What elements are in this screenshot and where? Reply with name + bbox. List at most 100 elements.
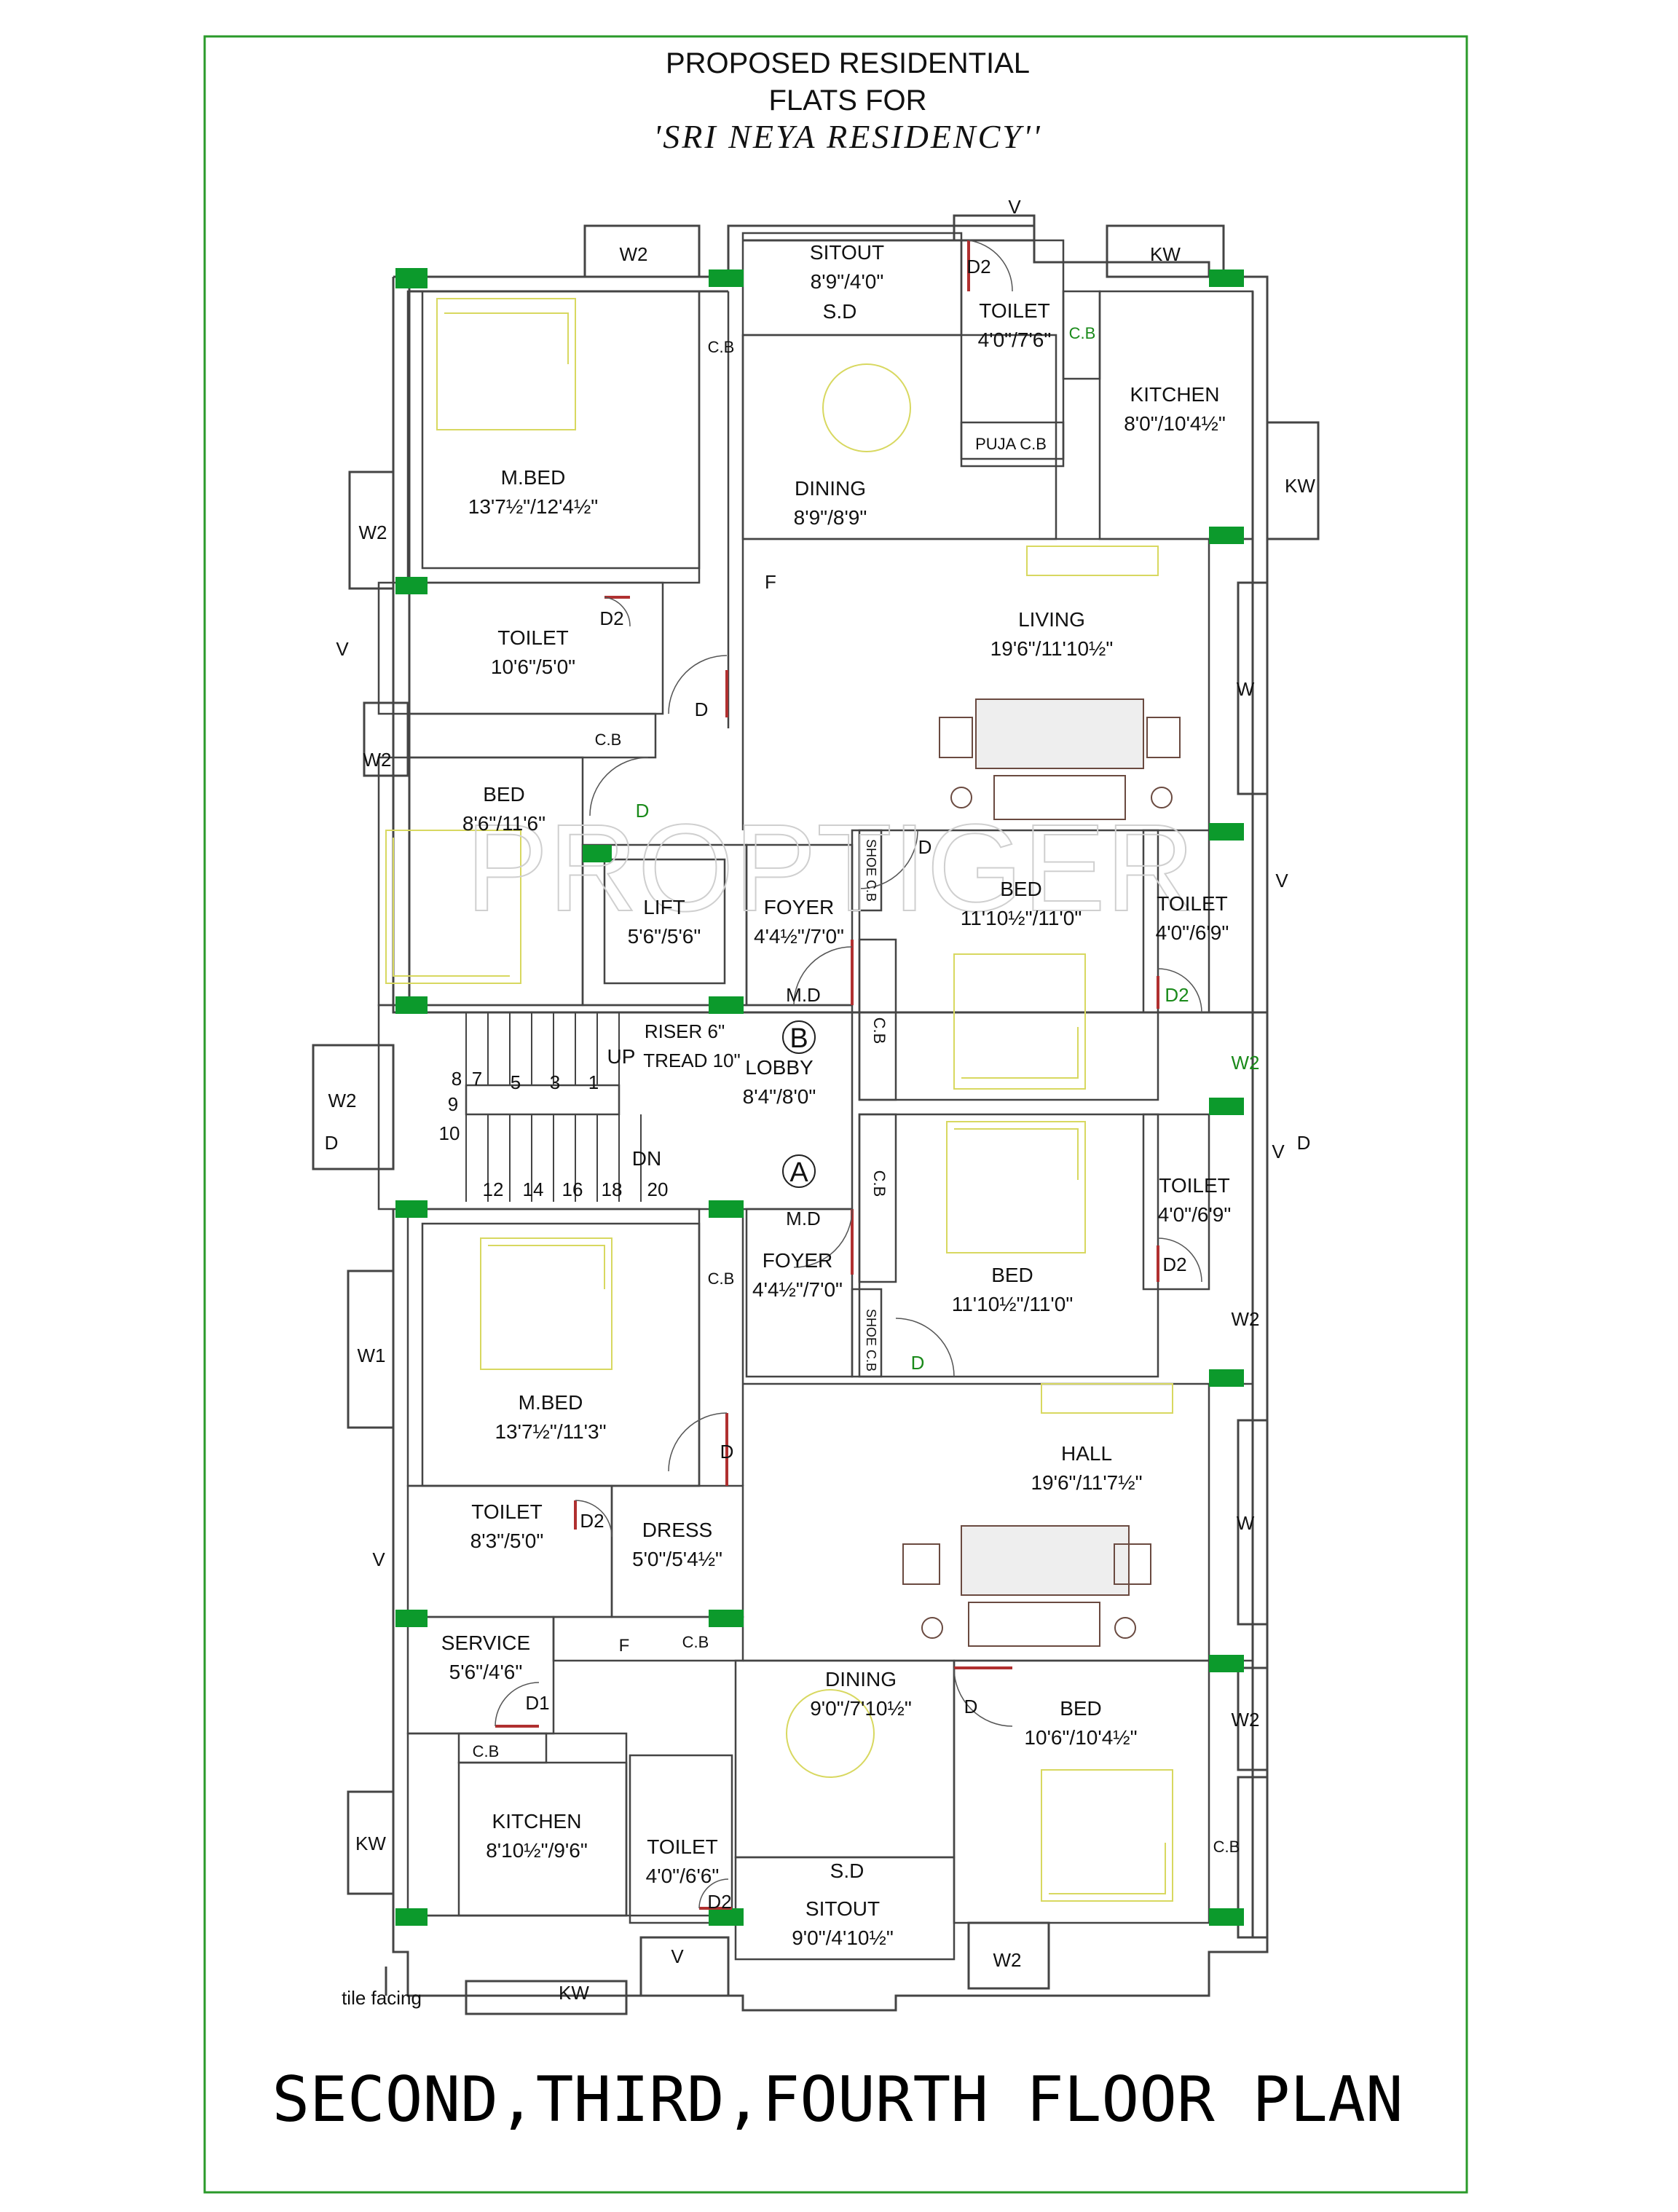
- w-label: W: [1237, 678, 1255, 700]
- shoe-label: SHOE C.B: [864, 1309, 878, 1371]
- living-dim: 19'6"/11'10½": [990, 637, 1114, 660]
- toilet-a2-dim: 8'3"/5'0": [470, 1530, 544, 1552]
- tile-label: tile facing: [342, 1987, 422, 2009]
- step-8: 8: [452, 1068, 462, 1090]
- lift-dim: 5'6"/5'6": [628, 925, 701, 948]
- sd-label: S.D: [823, 300, 857, 323]
- puja-label: PUJA C.B: [975, 435, 1047, 453]
- hall-name: HALL: [1061, 1442, 1112, 1465]
- kitchen-b-name: KITCHEN: [1130, 383, 1220, 406]
- step-10: 10: [439, 1122, 460, 1144]
- dining-a-dim: 9'0"/7'10½": [810, 1697, 912, 1720]
- hall-dim: 19'6"/11'7½": [1031, 1471, 1142, 1494]
- f-label: F: [765, 571, 776, 593]
- md-label: M.D: [786, 984, 821, 1006]
- toilet-b2-name: TOILET: [497, 626, 569, 649]
- kw-label: KW: [1150, 243, 1181, 265]
- step-7: 7: [472, 1068, 482, 1090]
- step-1: 1: [588, 1071, 599, 1093]
- w2-label: W2: [363, 749, 392, 771]
- w2-label: W2: [1232, 1308, 1260, 1330]
- w2-label: W2: [993, 1949, 1022, 1971]
- kw-label: KW: [355, 1833, 386, 1854]
- cb-label: C.B: [1213, 1838, 1240, 1856]
- d-label: D: [325, 1132, 339, 1154]
- service-dim: 5'6"/4'6": [449, 1661, 523, 1683]
- kitchen-a-name: KITCHEN: [492, 1810, 582, 1833]
- bed-a1-name: BED: [991, 1264, 1033, 1286]
- flat-b-marker: B: [789, 1023, 808, 1054]
- v-label: V: [1008, 196, 1021, 218]
- stair-up: UP: [607, 1045, 636, 1068]
- d2-label: D2: [580, 1510, 604, 1532]
- step-14: 14: [523, 1178, 544, 1200]
- mbed-b-name: M.BED: [501, 466, 566, 489]
- dining-b-name: DINING: [795, 477, 866, 500]
- d-label: D: [964, 1696, 978, 1717]
- kw-label: KW: [1285, 475, 1315, 497]
- foyer-a-name: FOYER: [763, 1249, 832, 1272]
- title-line-1: PROPOSED RESIDENTIAL: [666, 47, 1030, 79]
- toilet-a1-name: TOILET: [1159, 1174, 1230, 1197]
- floor-plan-title: SECOND,THIRD,FOURTH FLOOR PLAN: [272, 2063, 1403, 2136]
- d-label: D: [720, 1441, 734, 1463]
- dress-name: DRESS: [642, 1519, 712, 1541]
- toilet-a3-name: TOILET: [647, 1835, 718, 1858]
- cb-label: C.B: [870, 1170, 889, 1197]
- bed-b1-dim: 8'6"/11'6": [462, 812, 545, 835]
- kitchen-a-dim: 8'10½"/9'6": [486, 1839, 588, 1862]
- service-name: SERVICE: [441, 1632, 530, 1654]
- mbed-a-name: M.BED: [519, 1391, 583, 1414]
- cb-label: C.B: [1069, 324, 1096, 342]
- d1-label: D1: [525, 1692, 549, 1714]
- w2-label: W2: [1232, 1052, 1260, 1074]
- step-5: 5: [511, 1071, 521, 1093]
- door-swings: [495, 240, 1202, 1909]
- w-label: W: [1237, 1512, 1255, 1534]
- v-label: V: [671, 1945, 684, 1967]
- bed-b2-name: BED: [1000, 878, 1042, 900]
- foyer-a-dim: 4'4½"/7'0": [752, 1278, 843, 1301]
- bed-a1-dim: 11'10½"/11'0": [952, 1293, 1074, 1315]
- d-label: D: [695, 698, 709, 720]
- room-labels-flat-a: FOYER 4'4½"/7'0" TOILET 4'0"/6'9" BED 11…: [441, 1174, 1232, 1949]
- stair-treads: [465, 1012, 642, 1202]
- mbed-b-dim: 13'7½"/12'4½": [468, 495, 599, 518]
- bed-b2-dim: 11'10½"/11'0": [961, 907, 1082, 929]
- cb-label: C.B: [682, 1633, 709, 1651]
- toilet-b1-name: TOILET: [979, 299, 1050, 322]
- d2-label: D2: [966, 256, 990, 278]
- dining-a-name: DINING: [825, 1668, 897, 1691]
- lobby-dim: 8'4"/8'0": [743, 1085, 816, 1108]
- d2-label: D2: [1162, 1253, 1186, 1275]
- toilet-b1-dim: 4'0"/7'6": [978, 328, 1052, 351]
- toilet-b3-name: TOILET: [1157, 892, 1228, 915]
- lobby-labels: LOBBY 8'4"/8'0" RISER 6" TREAD 10" UP DN…: [439, 1020, 816, 1200]
- d-label: D: [911, 1352, 925, 1374]
- bed-b1-name: BED: [483, 783, 525, 806]
- dress-dim: 5'0"/5'4½": [632, 1548, 722, 1570]
- d2-label: D2: [1165, 984, 1189, 1006]
- sheet-border: [203, 35, 1468, 2194]
- columns: [395, 268, 1244, 1926]
- stair-dn: DN: [632, 1147, 661, 1170]
- foyer-b-name: FOYER: [764, 896, 834, 918]
- doors: [495, 240, 1159, 1910]
- w1-label: W1: [358, 1345, 386, 1366]
- lift-name: LIFT: [643, 896, 685, 918]
- v-label: V: [1275, 870, 1288, 892]
- d2-label: D2: [707, 1891, 731, 1913]
- cb-label: C.B: [870, 1018, 889, 1044]
- cb-label: C.B: [473, 1742, 500, 1760]
- toilet-a3-dim: 4'0"/6'6": [646, 1865, 720, 1887]
- step-12: 12: [483, 1178, 504, 1200]
- w2-label: W2: [359, 521, 387, 543]
- step-9: 9: [448, 1093, 458, 1115]
- sitout-b-name: SITOUT: [810, 241, 884, 264]
- d-label: D: [918, 836, 932, 858]
- riser-note: RISER 6": [645, 1020, 725, 1042]
- step-16: 16: [562, 1178, 583, 1200]
- title-line-3: 'SRI NEYA RESIDENCY'': [653, 118, 1041, 155]
- w2-label: W2: [328, 1090, 357, 1111]
